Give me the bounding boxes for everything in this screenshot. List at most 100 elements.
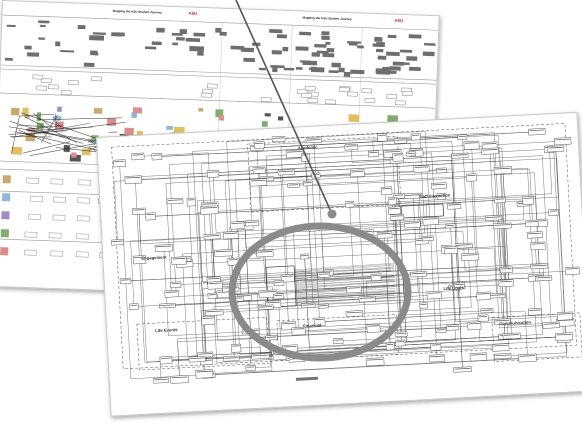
back-text-blob bbox=[424, 43, 435, 46]
front-node-box bbox=[153, 378, 168, 384]
front-node-box bbox=[160, 356, 172, 364]
back-lane-box bbox=[77, 216, 89, 221]
back-row-icon bbox=[1, 229, 9, 237]
front-node-box bbox=[499, 280, 514, 287]
front-connector bbox=[253, 156, 551, 338]
back-lane-box bbox=[27, 178, 39, 183]
front-node-box bbox=[222, 286, 239, 292]
back-text-blob bbox=[152, 41, 162, 45]
back-text-blob bbox=[186, 38, 200, 42]
back-text-blob bbox=[393, 62, 405, 66]
back-row-icon bbox=[0, 247, 8, 255]
back-text-blob bbox=[386, 52, 400, 56]
front-node-box bbox=[494, 353, 511, 359]
front-node-box bbox=[470, 353, 487, 361]
front-node-box bbox=[230, 296, 243, 302]
back-text-blob bbox=[269, 29, 282, 33]
back-stage-box bbox=[33, 75, 43, 79]
back-text-blob bbox=[270, 65, 284, 68]
back-text-blob bbox=[321, 31, 329, 35]
front-node-box bbox=[447, 203, 461, 210]
front-node-box bbox=[113, 160, 125, 167]
back-stage-box bbox=[202, 93, 212, 97]
front-node-box bbox=[522, 196, 534, 204]
front-node-box bbox=[419, 303, 427, 309]
back-text-blob bbox=[338, 68, 344, 73]
front-node-box bbox=[404, 221, 420, 228]
front-node-box bbox=[120, 278, 131, 284]
back-stage-box bbox=[308, 98, 318, 102]
back-text-blob bbox=[259, 68, 266, 71]
back-text-blob bbox=[55, 41, 60, 46]
back-touchpoint-icon bbox=[11, 147, 22, 155]
back-stage-box bbox=[48, 85, 58, 89]
back-stage-box bbox=[365, 98, 375, 102]
front-connector bbox=[257, 139, 377, 242]
front-node-box bbox=[394, 138, 406, 143]
front-node-box bbox=[208, 293, 217, 299]
front-node-box bbox=[208, 281, 223, 289]
front-node-box bbox=[461, 253, 479, 261]
back-text-blob bbox=[409, 67, 421, 71]
back-stage-box bbox=[395, 101, 405, 105]
front-connector bbox=[264, 305, 267, 338]
back-touchpoint-icon bbox=[94, 108, 103, 114]
back-text-blob bbox=[230, 46, 244, 50]
back-text-blob bbox=[90, 50, 98, 54]
back-text-blob bbox=[60, 50, 74, 53]
front-hub-fanout-line bbox=[294, 264, 394, 271]
back-touchpoint-icon bbox=[124, 128, 134, 135]
front-node-box bbox=[111, 239, 124, 245]
back-lane-box bbox=[30, 196, 42, 201]
back-lane-box bbox=[79, 180, 91, 185]
back-text-blob bbox=[382, 67, 391, 71]
front-node-box bbox=[554, 137, 571, 145]
front-node-box bbox=[377, 133, 387, 141]
back-touchpoint-icon bbox=[11, 108, 20, 116]
front-node-box bbox=[346, 310, 363, 316]
back-stage-box bbox=[37, 86, 47, 90]
back-text-blob bbox=[282, 47, 288, 52]
back-text-blob bbox=[406, 56, 417, 61]
front-node-box bbox=[170, 375, 188, 383]
front-node-box bbox=[556, 333, 573, 341]
front-academic-frame bbox=[248, 136, 401, 212]
back-text-blob bbox=[172, 33, 183, 36]
back-lane-box bbox=[78, 198, 90, 203]
front-node-box bbox=[557, 312, 572, 320]
front-node-box bbox=[250, 179, 267, 187]
front-hub-fanout-line bbox=[295, 286, 395, 292]
front-node-box bbox=[431, 183, 446, 190]
front-node-box bbox=[371, 274, 381, 281]
front-node-box bbox=[359, 296, 376, 302]
back-text-blob bbox=[78, 25, 86, 29]
back-stage-box bbox=[339, 88, 349, 92]
back-touchpoint-icon bbox=[82, 149, 91, 156]
back-row-icon bbox=[3, 175, 11, 183]
front-node-box bbox=[155, 244, 173, 252]
back-text-blob bbox=[350, 70, 364, 75]
front-node-box bbox=[386, 343, 395, 350]
front-node-box bbox=[528, 308, 541, 315]
back-text-blob bbox=[5, 58, 13, 61]
back-text-blob bbox=[172, 42, 178, 45]
front-node-box bbox=[411, 133, 421, 140]
front-connector bbox=[132, 153, 215, 286]
front-node-box bbox=[125, 176, 142, 184]
back-text-blob bbox=[24, 46, 31, 50]
front-node-box bbox=[549, 209, 559, 216]
front-node-box bbox=[300, 254, 309, 259]
back-text-blob bbox=[331, 63, 341, 68]
back-text-blob bbox=[373, 43, 385, 47]
front-connector bbox=[193, 137, 470, 370]
back-text-blob bbox=[389, 66, 400, 71]
front-node-box bbox=[346, 286, 361, 293]
front-node-box bbox=[187, 198, 196, 206]
front-node-box bbox=[468, 322, 481, 330]
front-node-box bbox=[422, 236, 433, 241]
back-lane-box bbox=[76, 252, 88, 257]
front-node-box bbox=[543, 322, 560, 329]
front-node-box bbox=[312, 173, 321, 178]
front-node-box bbox=[246, 365, 256, 370]
front-node-box bbox=[274, 280, 284, 286]
